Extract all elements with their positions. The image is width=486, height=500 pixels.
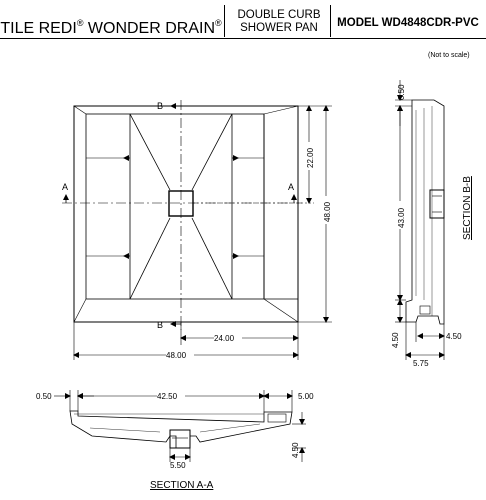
- pan-outline: [73, 105, 299, 323]
- title-underline: [0, 38, 486, 39]
- dim-half-width: 24.00: [214, 334, 235, 343]
- dim-height: 48.00: [323, 201, 332, 222]
- section-bb-title: SECTION B-B: [462, 176, 473, 240]
- section-aa-profile: [69, 410, 293, 449]
- section-aa-outline: [69, 410, 293, 449]
- title-divider: [224, 5, 225, 37]
- dim-bb-curb-height: 4.50: [446, 332, 462, 341]
- slope-line: [129, 113, 171, 191]
- section-bb-labels: 0.50 43.00 4.50 4.50 5.75 SECTION B-B: [391, 84, 473, 368]
- slope-line: [191, 113, 233, 191]
- section-aa-title: SECTION A-A: [150, 480, 214, 491]
- slope-line: [191, 217, 233, 300]
- section-bb-outline: [405, 99, 445, 325]
- section-marker-b-bottom: B: [157, 320, 163, 330]
- dim-aa-length: 42.50: [157, 392, 178, 401]
- dim-aa-curb-width: 5.00: [298, 392, 314, 401]
- model-number: MODEL WD4848CDR-PVC: [337, 17, 479, 29]
- brand-title: TILE REDI® WONDER DRAIN®: [0, 18, 222, 37]
- scale-note: (Not to scale): [428, 52, 470, 59]
- dim-bb-top-lip: 0.50: [397, 84, 406, 100]
- title-divider: [330, 5, 331, 37]
- dim-bb-length: 43.00: [397, 207, 406, 228]
- title-block: TILE REDI® WONDER DRAIN® DOUBLE CURB SHO…: [0, 0, 486, 46]
- plan-labels: B B A A 24.00 48.00 22.00 48.00: [62, 101, 333, 360]
- dim-bb-overall-depth: 5.75: [413, 359, 429, 368]
- section-bb-profile: [405, 99, 445, 325]
- dim-drain-offset: 22.00: [306, 147, 315, 168]
- dim-aa-left-lip: 0.50: [36, 392, 52, 401]
- product-type-line-1: DOUBLE CURB: [237, 9, 321, 21]
- plan-view: [62, 100, 302, 330]
- dim-aa-height: 4.50: [291, 442, 300, 458]
- section-marker-a-right: A: [288, 182, 294, 192]
- dim-bb-curb-depth: 4.50: [391, 332, 400, 348]
- section-aa-labels: 0.50 42.50 5.00 5.50 4.50 SECTION A-A: [36, 391, 314, 491]
- section-marker-a-left: A: [62, 182, 68, 192]
- section-aa-drain: [169, 429, 191, 449]
- dim-aa-drain-width: 5.50: [170, 461, 186, 470]
- section-bb-drain: [429, 189, 445, 219]
- inner-floor: [85, 113, 265, 300]
- section-marker-b-top: B: [157, 101, 163, 111]
- section-bb-dims: [395, 80, 445, 360]
- slope-line: [129, 217, 171, 300]
- dim-width: 48.00: [166, 351, 187, 360]
- product-type-line-2: SHOWER PAN: [240, 22, 318, 34]
- product-type: DOUBLE CURB SHOWER PAN: [226, 0, 332, 46]
